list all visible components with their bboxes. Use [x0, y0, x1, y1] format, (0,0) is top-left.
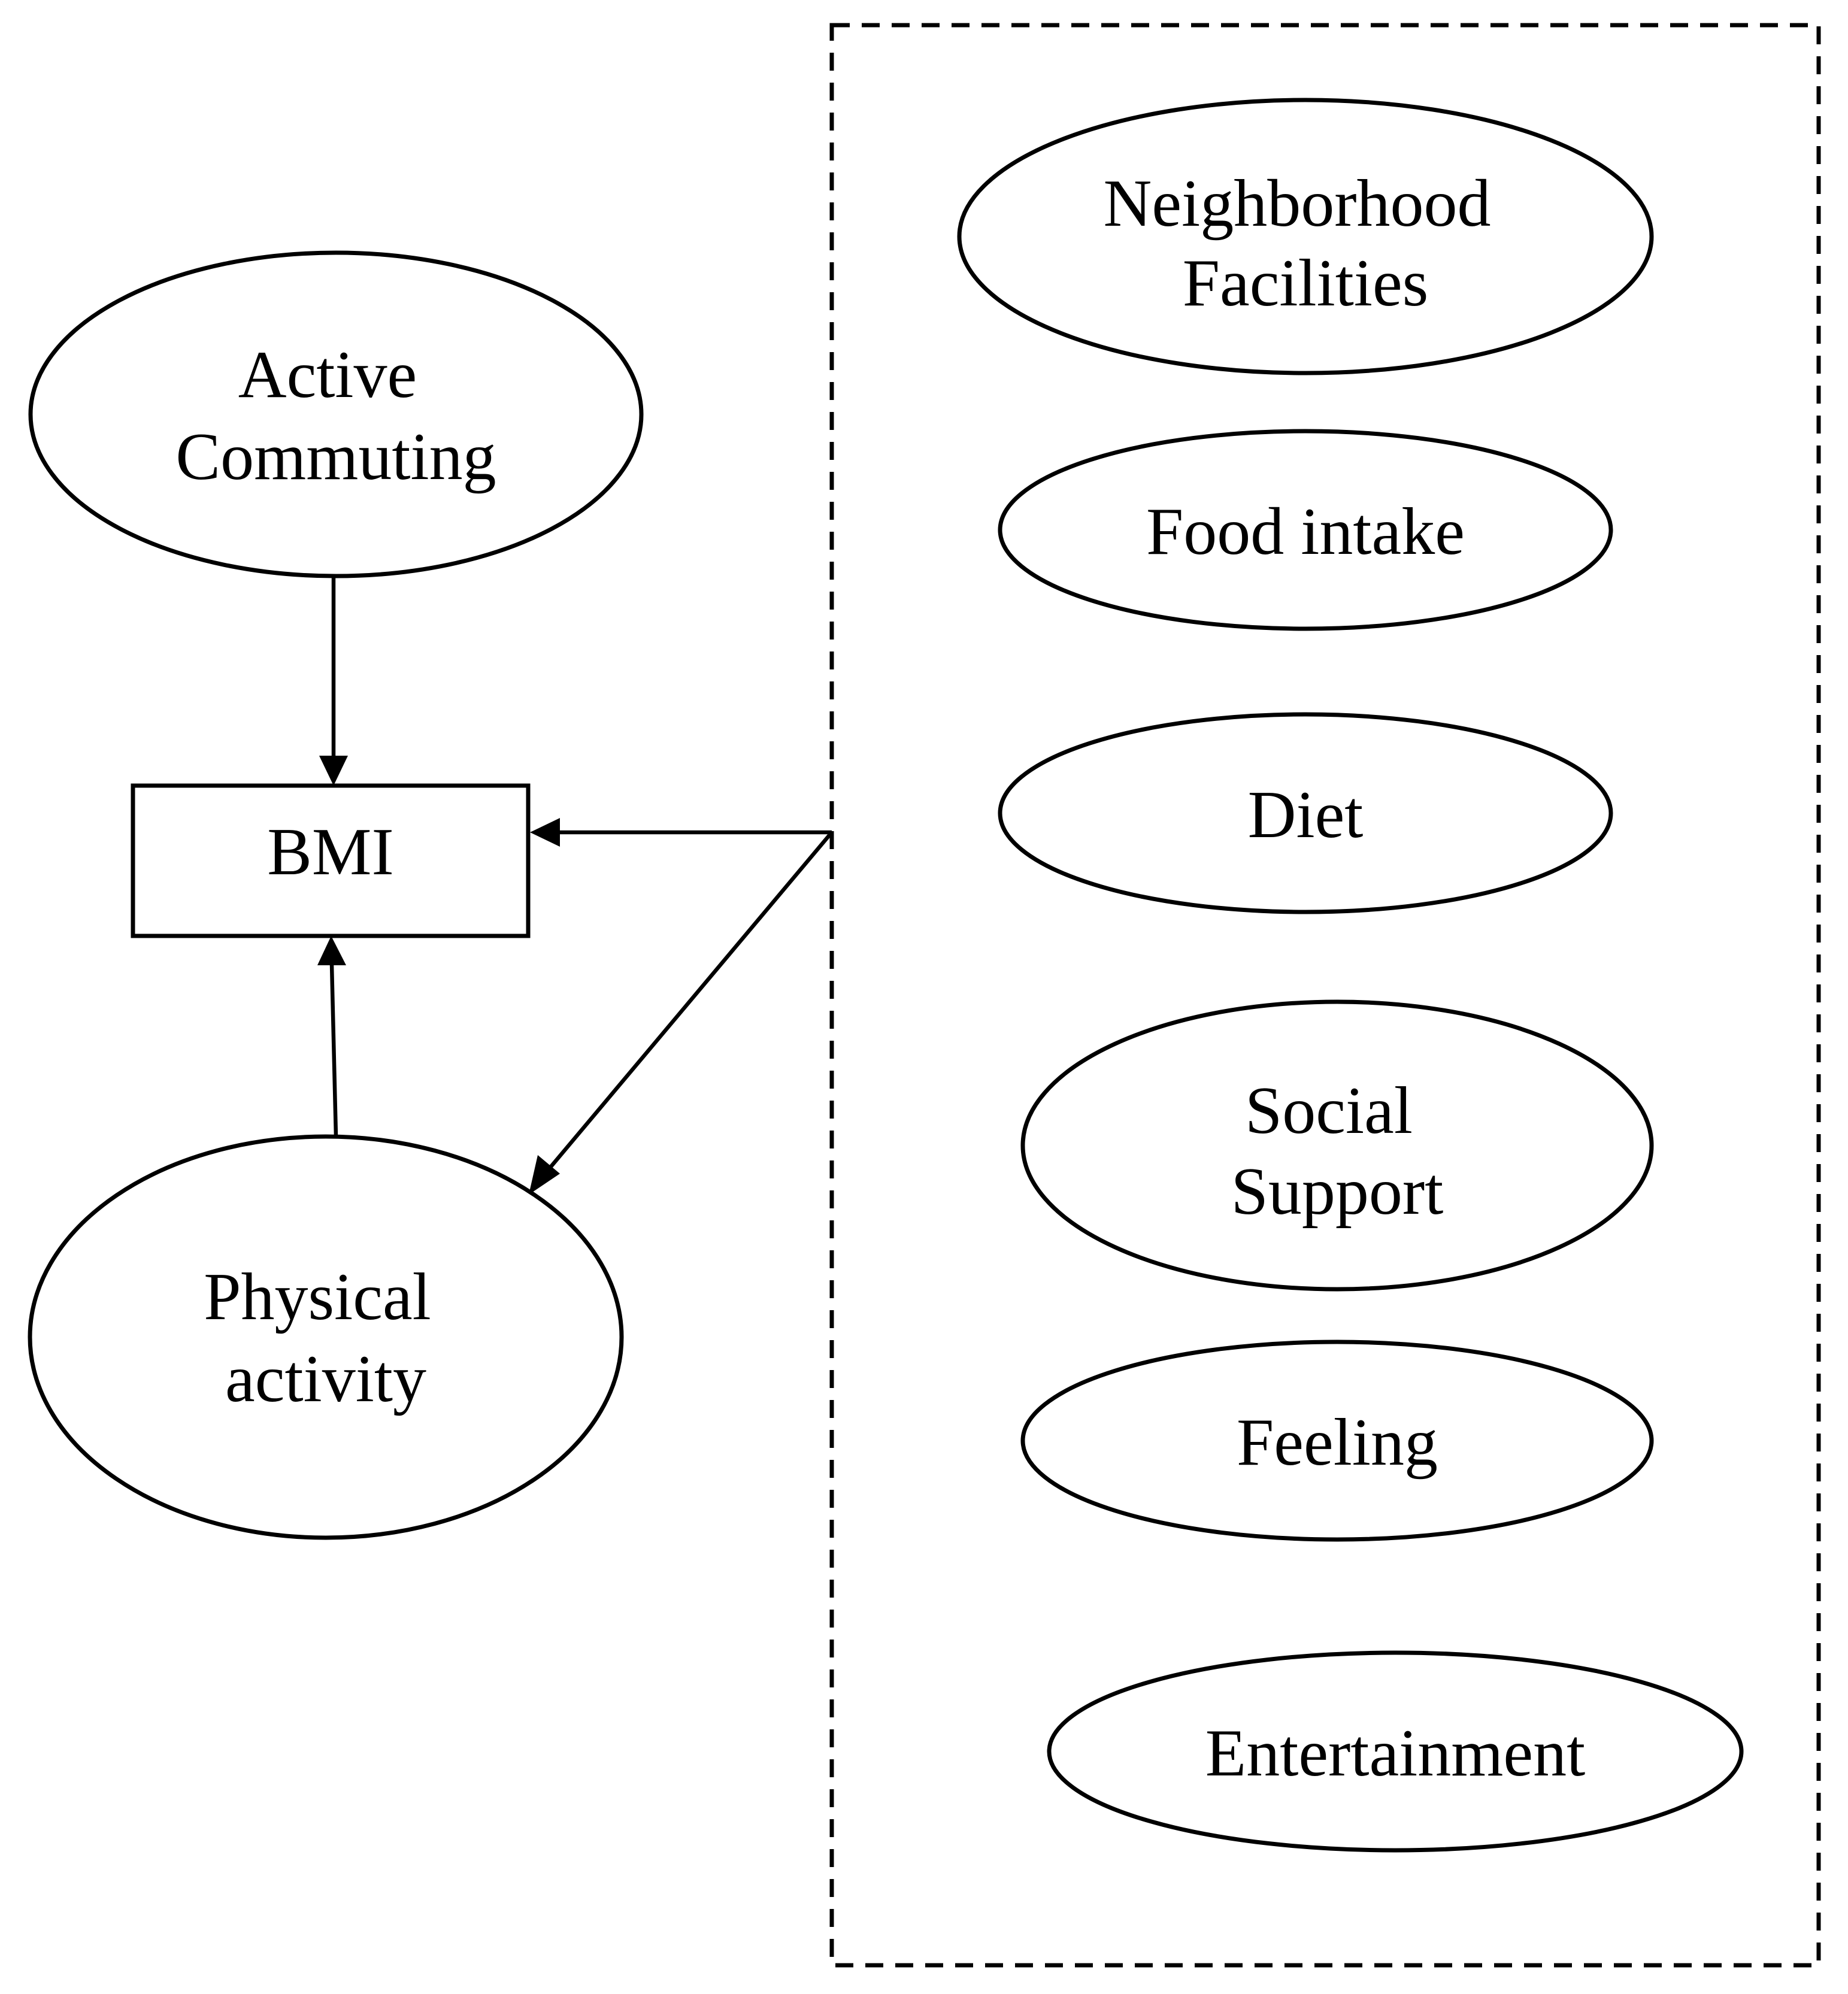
entertainment-label: Entertainment	[1205, 1716, 1585, 1790]
node-physical-activity: Physical activity	[28, 1134, 624, 1540]
node-neighborhood-facilities: Neighborhood Facilities	[957, 98, 1654, 375]
arrowhead-group-to-physical-activity	[529, 1155, 560, 1195]
bmi-box	[131, 783, 531, 938]
social-support-ellipse	[1020, 999, 1654, 1292]
node-active-commuting: Active Commuting	[28, 250, 644, 578]
feeling-ellipse	[1020, 1340, 1654, 1542]
arrowhead-physical-activity-to-bmi	[317, 936, 346, 965]
physical-activity-label-line-2: activity	[225, 1342, 426, 1416]
active-commuting-label-line-1: Active	[238, 338, 417, 412]
node-diet: Diet	[998, 712, 1613, 914]
edge-physical-activity-to-bmi	[329, 963, 338, 1137]
neighborhood-facilities-label-line-2: Facilities	[1183, 246, 1429, 320]
food-intake-label: Food intake	[1146, 495, 1465, 569]
active-commuting-ellipse	[28, 250, 644, 578]
active-commuting-label: Active Commuting	[175, 338, 496, 494]
active-commuting-label-line-2: Commuting	[175, 420, 496, 494]
bmi-label: BMI	[267, 815, 394, 889]
diet-label: Diet	[1248, 778, 1364, 852]
food-intake-ellipse	[998, 429, 1613, 631]
node-bmi: BMI	[131, 783, 531, 938]
environment-factors-group	[829, 23, 1821, 1968]
edges	[317, 576, 834, 1195]
arrowhead-active-commuting-to-bmi	[319, 756, 348, 786]
feeling-label: Feeling	[1237, 1405, 1438, 1480]
node-food-intake: Food intake	[998, 429, 1613, 631]
social-support-label: Social Support	[1231, 1074, 1444, 1229]
edge-group-to-physical-activity	[547, 831, 834, 1171]
node-social-support: Social Support	[1020, 999, 1654, 1292]
neighborhood-facilities-ellipse	[957, 98, 1654, 375]
social-support-label-line-2: Support	[1231, 1154, 1444, 1229]
physical-activity-label-line-1: Physical	[204, 1260, 431, 1334]
node-entertainment: Entertainment	[1047, 1650, 1744, 1853]
neighborhood-facilities-label: Neighborhood Facilities	[1103, 166, 1507, 320]
physical-activity-ellipse	[28, 1134, 624, 1540]
social-support-label-line-1: Social	[1245, 1074, 1413, 1148]
neighborhood-facilities-label-line-1: Neighborhood	[1103, 166, 1490, 241]
arrowhead-group-to-bmi	[530, 818, 560, 847]
diet-ellipse	[998, 712, 1613, 914]
node-feeling: Feeling	[1020, 1340, 1654, 1542]
physical-activity-label: Physical activity	[204, 1260, 448, 1416]
entertainment-ellipse	[1047, 1650, 1744, 1853]
